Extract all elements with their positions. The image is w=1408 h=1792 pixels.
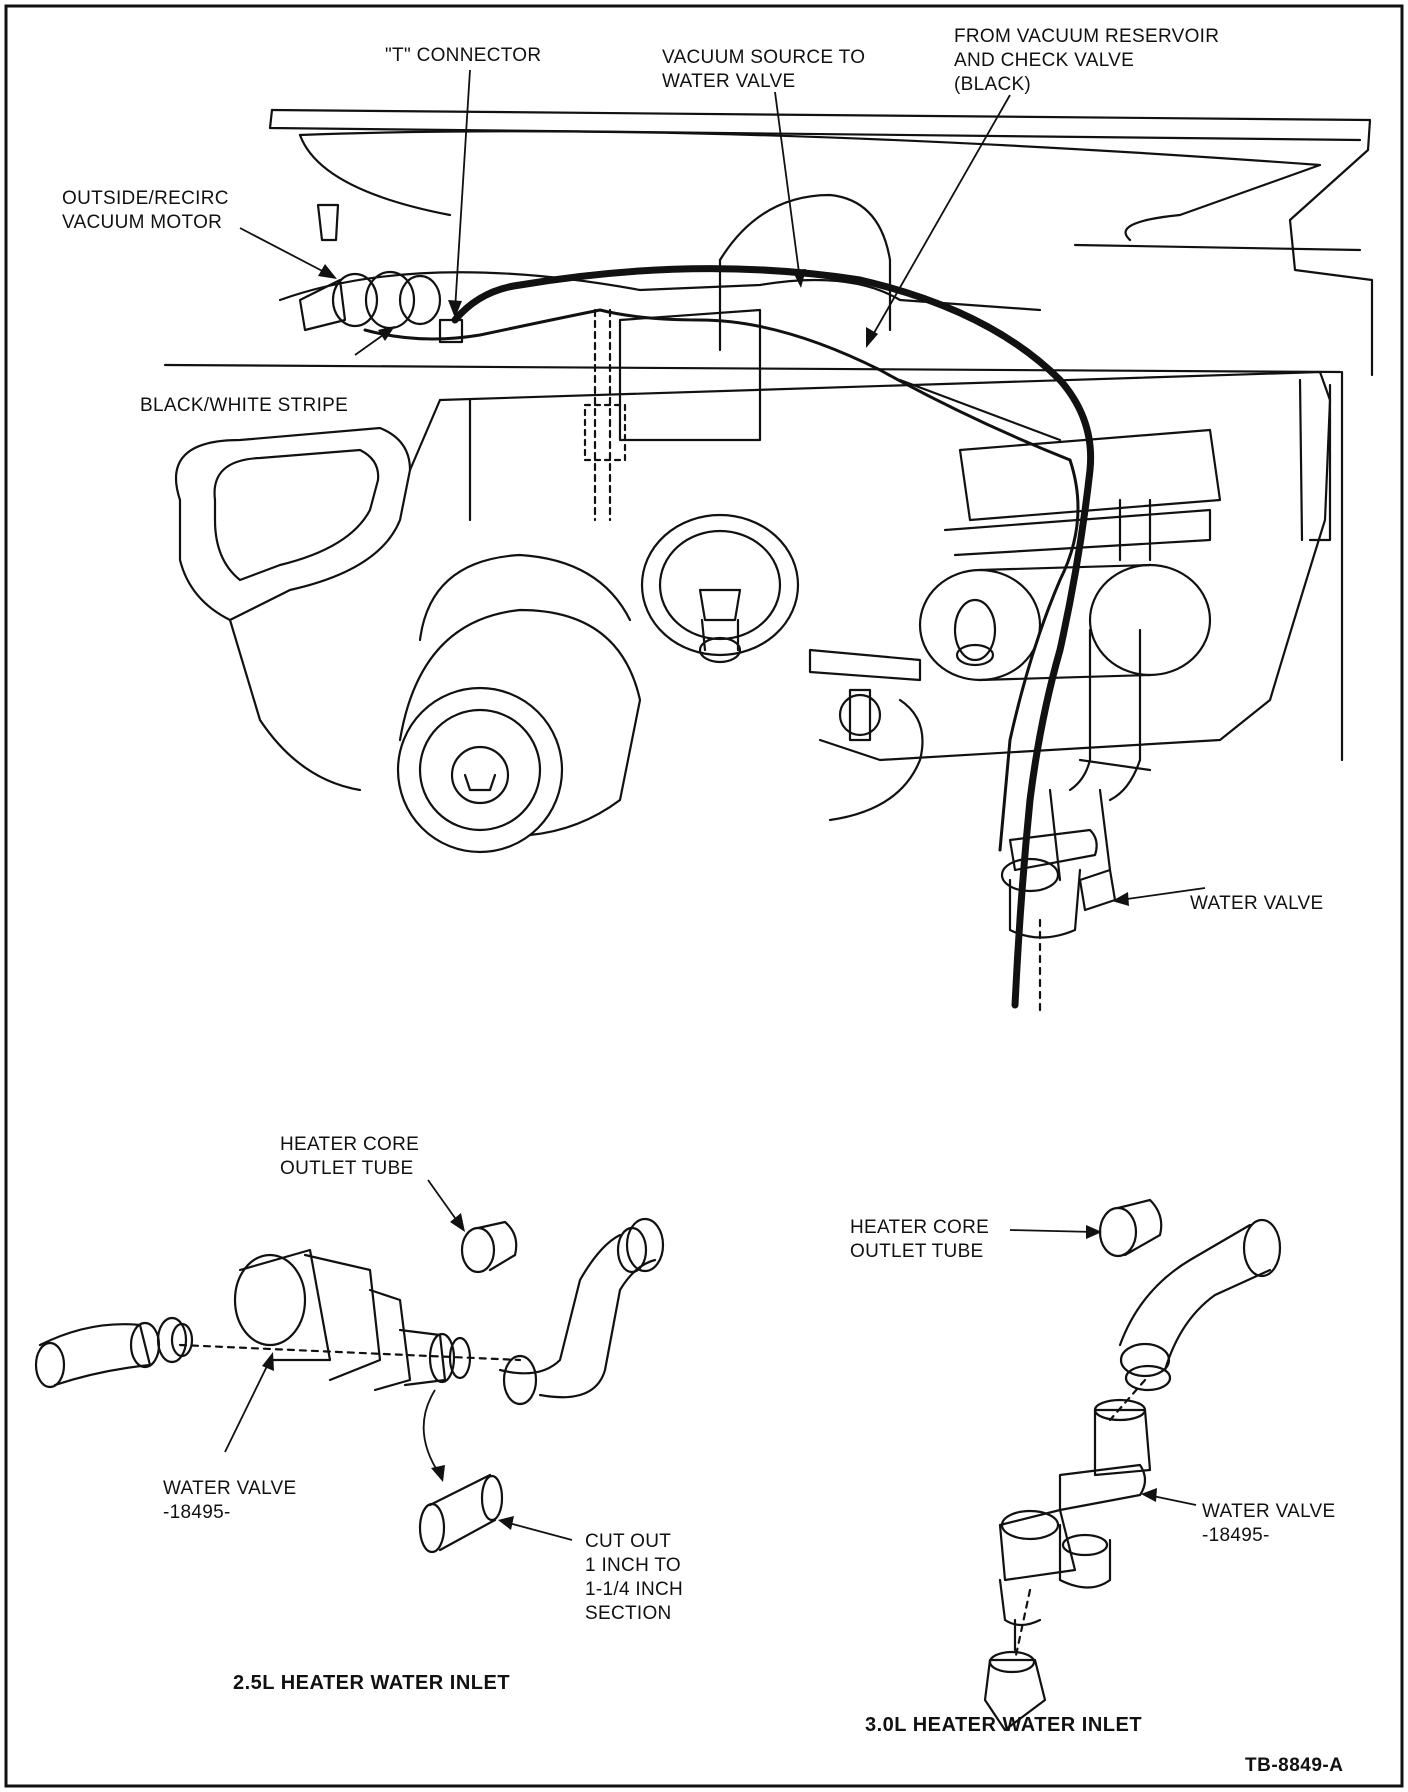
label-heater-core-outlet-right: HEATER CORE OUTLET TUBE [850, 1216, 989, 1264]
label-outside-recirc-line-1: OUTSIDE/RECIRC [62, 188, 229, 209]
label-t-connector: "T" CONNECTOR [385, 45, 542, 66]
label-heater-core-outlet-left-line-2: OUTLET TUBE [280, 1158, 414, 1179]
label-from-reservoir-line-2: AND CHECK VALVE [954, 50, 1135, 71]
label-water-valve-right-line-1: WATER VALVE [1202, 1501, 1336, 1522]
label-water-valve-left-line-2: -18495- [163, 1502, 231, 1523]
figure-id: TB-8849-A [1245, 1755, 1344, 1776]
label-water-valve-top: WATER VALVE [1190, 893, 1324, 914]
label-water-valve-right: WATER VALVE -18495- [1202, 1500, 1336, 1548]
label-heater-core-outlet-left: HEATER CORE OUTLET TUBE [280, 1133, 419, 1181]
label-from-reservoir-line-3: (BLACK) [954, 74, 1032, 95]
label-vacuum-source-line-1: VACUUM SOURCE TO [662, 47, 866, 68]
heater-assembly-drawing [163, 108, 1374, 1012]
page-border [4, 4, 1404, 1788]
label-water-valve-left-line-1: WATER VALVE [163, 1478, 297, 1499]
label-vacuum-source: VACUUM SOURCE TO WATER VALVE [662, 46, 865, 94]
label-from-reservoir: FROM VACUUM RESERVOIR AND CHECK VALVE (B… [954, 25, 1219, 97]
caption-3-0l: 3.0L HEATER WATER INLET [865, 1714, 1143, 1736]
vacuum-hoses [363, 265, 1095, 1009]
label-heater-core-outlet-right-line-1: HEATER CORE [850, 1217, 990, 1238]
label-from-reservoir-line-1: FROM VACUUM RESERVOIR [954, 26, 1220, 47]
label-outside-recirc-line-2: VACUUM MOTOR [62, 212, 223, 233]
label-outside-recirc: OUTSIDE/RECIRC VACUUM MOTOR [62, 187, 229, 235]
label-water-valve-left: WATER VALVE -18495- [163, 1477, 297, 1525]
label-cut-out-line-4: SECTION [585, 1603, 672, 1624]
label-heater-core-outlet-left-line-1: HEATER CORE [280, 1134, 420, 1155]
label-cut-out: CUT OUT 1 INCH TO 1-1/4 INCH SECTION [585, 1530, 683, 1626]
arrowheads [262, 264, 1157, 1530]
label-vacuum-source-line-2: WATER VALVE [662, 71, 796, 92]
label-cut-out-line-1: CUT OUT [585, 1531, 672, 1552]
inlet-3-0l-drawing [983, 1198, 1282, 1732]
leader-lines [224, 69, 1206, 1541]
label-black-white-stripe: BLACK/WHITE STRIPE [140, 395, 349, 416]
label-cut-out-line-3: 1-1/4 INCH [585, 1579, 684, 1600]
label-cut-out-line-2: 1 INCH TO [585, 1555, 681, 1576]
inlet-2-5l-drawing [34, 1217, 665, 1554]
label-water-valve-right-line-2: -18495- [1202, 1525, 1270, 1546]
label-heater-core-outlet-right-line-2: OUTLET TUBE [850, 1241, 984, 1262]
caption-2-5l: 2.5L HEATER WATER INLET [233, 1672, 511, 1694]
